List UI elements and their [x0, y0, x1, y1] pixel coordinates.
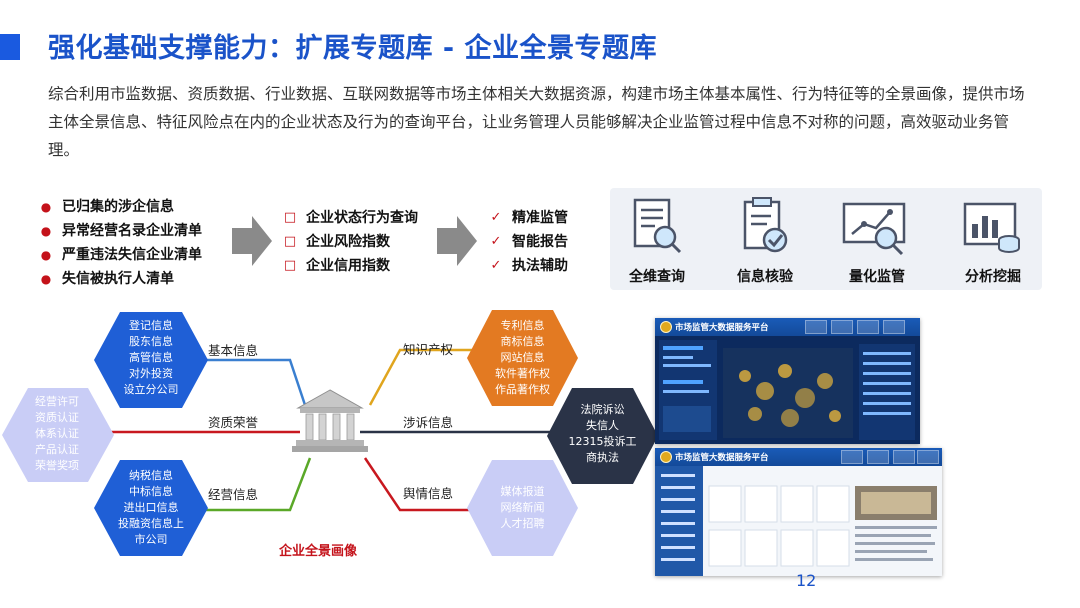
connector-label-sentiment: 舆情信息 [403, 486, 454, 501]
center-label: 企业全景画像 [279, 544, 358, 559]
outcome-item: ✓精准监管 [486, 206, 568, 230]
platform-screenshot-dashboard: 市场监管大数据服务平台 [655, 318, 920, 444]
hexagon-basic-text: 登记信息 股东信息 高管信息 对外投资 设立分公司 [123, 319, 179, 396]
data-source-item: ●已归集的涉企信息 [36, 195, 202, 219]
connector-label-basic: 基本信息 [208, 343, 259, 358]
query-item: □企业信用指数 [280, 254, 418, 278]
hexagon-qualification [2, 388, 114, 482]
data-source-item: ●异常经营名录企业清单 [36, 219, 202, 243]
hexagon-ip [467, 310, 578, 406]
connector-label-ip: 知识产权 [403, 342, 454, 357]
dashboard-body [655, 336, 920, 444]
data-source-list: ●已归集的涉企信息 ●异常经营名录企业清单 ●严重违法失信企业清单 ●失信被执行… [36, 195, 202, 291]
square-bullet-icon: □ [283, 258, 297, 273]
checkmark-icon: ✓ [490, 234, 502, 249]
data-source-item: ●严重违法失信企业清单 [36, 243, 202, 267]
query-list: □企业状态行为查询 □企业风险指数 □企业信用指数 [280, 206, 418, 278]
query-item: □企业状态行为查询 [280, 206, 418, 230]
outcome-list: ✓精准监管 ✓智能报告 ✓执法辅助 [486, 206, 568, 278]
flow-arrow-icon [437, 216, 477, 266]
slide-title: 强化基础支撑能力：扩展专题库 - 企业全景专题库 [48, 33, 658, 64]
bullet-dot-icon: ● [40, 200, 52, 214]
outcome-item: ✓智能报告 [486, 230, 568, 254]
enterprise-portrait-diagram [2, 310, 658, 556]
title-accent-bar [0, 34, 20, 60]
clipboard-check-icon [743, 197, 788, 253]
square-bullet-icon: □ [283, 210, 297, 225]
connector-label-qualification: 资质荣誉 [208, 415, 259, 430]
document-search-icon [633, 198, 682, 254]
page-number: 12 [796, 571, 817, 590]
feature-full-query: 全维查询 [612, 194, 702, 286]
connector-label-operation: 经营信息 [208, 487, 259, 502]
hexagon-basic [94, 312, 208, 408]
platform-screenshot-portal: 市场监管大数据服务平台 [655, 448, 942, 576]
connector-ip [368, 348, 480, 406]
bullet-dot-icon: ● [40, 272, 52, 286]
data-analysis-icon [963, 202, 1020, 253]
bullet-dot-icon: ● [40, 248, 52, 262]
chart-magnifier-icon [842, 202, 906, 256]
hexagon-sentiment [467, 460, 578, 556]
query-item: □企业风险指数 [280, 230, 418, 254]
checkmark-icon: ✓ [490, 258, 502, 273]
portal-body [655, 466, 942, 576]
hexagon-sentiment-text: 媒体报道 网络新闻 人才招聘 [500, 485, 545, 530]
checkmark-icon: ✓ [490, 210, 502, 225]
feature-analysis-mining: 分析挖掘 [948, 194, 1038, 286]
outcome-item: ✓执法辅助 [486, 254, 568, 278]
connector-operation [190, 457, 312, 512]
connector-label-litigation: 涉诉信息 [403, 415, 454, 430]
bullet-dot-icon: ● [40, 224, 52, 238]
square-bullet-icon: □ [283, 234, 297, 249]
hexagon-litigation-text: 法院诉讼 失信人 12315投诉工 商执法 [568, 403, 637, 464]
feature-quant-supervise: 量化监管 [832, 194, 922, 286]
emblem-icon [660, 451, 672, 463]
hexagon-operation [94, 460, 208, 556]
intro-paragraph: 综合利用市监数据、资质数据、行业数据、互联网数据等市场主体相关大数据资源，构建市… [48, 85, 1025, 159]
flow-arrow-icon [232, 216, 272, 266]
hexagon-qualification-text: 经营许可 资质认证 体系认证 产品认证 荣誉奖项 [35, 395, 79, 472]
connector-basic-info [190, 358, 307, 406]
hexagon-operation-text: 纳税信息 中标信息 进出口信息 投融资信息上 市公司 [118, 469, 184, 546]
connector-sentiment [363, 457, 480, 512]
hexagon-litigation [547, 388, 658, 484]
data-source-item: ●失信被执行人清单 [36, 267, 202, 291]
emblem-icon [660, 321, 672, 333]
feature-info-verify: 信息核验 [720, 194, 810, 286]
institution-building-icon [292, 389, 368, 452]
feature-panel: 全维查询 信息核验 量化监管 [610, 188, 1042, 290]
hexagon-ip-text: 专利信息 商标信息 网站信息 软件著作权 作品著作权 [495, 319, 550, 396]
